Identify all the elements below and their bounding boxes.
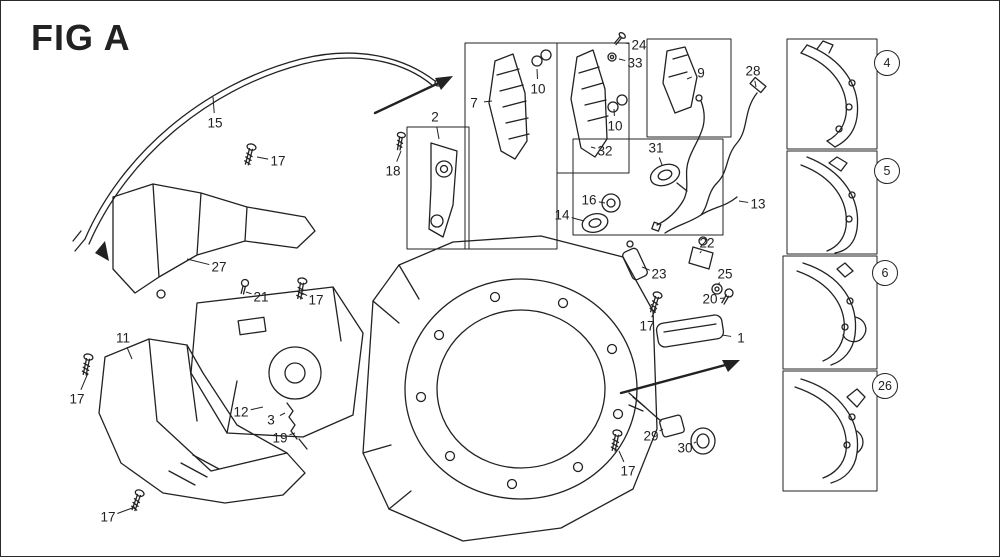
arrowhead-icon xyxy=(722,360,740,372)
bolt-20 xyxy=(721,288,734,305)
screw-17 xyxy=(296,277,308,300)
part-callout-11: 11 xyxy=(115,330,131,346)
air-guide-32 xyxy=(570,49,628,158)
back-plate-12 xyxy=(190,286,364,450)
part-callout-2: 2 xyxy=(431,109,439,125)
part-callout-12: 12 xyxy=(233,404,249,420)
nut-33 xyxy=(607,52,617,62)
fan-cover-body xyxy=(362,235,658,542)
arrowhead-icon xyxy=(435,76,453,90)
collar-25 xyxy=(711,283,723,295)
part-callout-28: 28 xyxy=(745,63,761,79)
part-callout-16: 16 xyxy=(581,192,597,208)
part-callout-17: 17 xyxy=(100,509,116,525)
screw-17 xyxy=(244,143,257,166)
screw-18 xyxy=(396,131,406,151)
detail-panel-art-5 xyxy=(800,156,859,254)
part-callout-3: 3 xyxy=(267,412,275,428)
part-callout-19: 19 xyxy=(272,430,288,446)
part-callout-29: 29 xyxy=(643,428,659,444)
part-callout-21: 21 xyxy=(253,289,269,305)
air-guide-7 xyxy=(488,49,552,160)
pointer-arrow-icon xyxy=(373,79,731,395)
part-callout-17: 17 xyxy=(270,153,286,169)
part-callout-7: 7 xyxy=(470,95,478,111)
detail-callout-4: 4 xyxy=(874,50,900,76)
part-callout-17: 17 xyxy=(69,391,85,407)
part-callout-17: 17 xyxy=(639,318,655,334)
part-callout-33: 33 xyxy=(627,55,643,71)
part-callout-13: 13 xyxy=(750,196,766,212)
screw-17 xyxy=(131,489,145,512)
bolt-21 xyxy=(240,278,250,295)
shroud-27 xyxy=(95,183,316,299)
part-callout-9: 9 xyxy=(697,65,705,81)
screw-17 xyxy=(649,291,663,314)
part-callout-24: 24 xyxy=(631,37,647,53)
part-callout-22: 22 xyxy=(699,235,715,251)
part-callout-17: 17 xyxy=(308,292,324,308)
part-callout-17: 17 xyxy=(620,463,636,479)
pin-19 xyxy=(298,438,308,450)
stop-switch-31 xyxy=(649,163,688,192)
part-callout-32: 32 xyxy=(597,143,613,159)
part-callout-14: 14 xyxy=(554,207,570,223)
fastener-24 xyxy=(613,32,626,46)
part-callout-10: 10 xyxy=(607,118,623,134)
part-callout-31: 31 xyxy=(648,140,664,156)
part-callout-27: 27 xyxy=(211,259,227,275)
screw-17 xyxy=(610,429,623,452)
part-callout-15: 15 xyxy=(207,115,223,131)
part-callout-25: 25 xyxy=(717,266,733,282)
terminal-22 xyxy=(688,236,714,270)
figure-title: FIG A xyxy=(31,17,131,58)
screw-17 xyxy=(81,353,94,376)
detail-panel-art-6 xyxy=(796,262,867,366)
detail-callout-26: 26 xyxy=(872,373,898,399)
coil-14 xyxy=(581,213,609,233)
wire-28 xyxy=(700,76,767,216)
detail-callout-6: 6 xyxy=(872,260,898,286)
ignition-coil-1 xyxy=(655,314,725,348)
wire-13 xyxy=(651,94,738,234)
part-callout-1: 1 xyxy=(737,330,745,346)
guide-9 xyxy=(662,46,698,114)
detail-panel-art-26 xyxy=(794,378,866,484)
detail-callout-5: 5 xyxy=(874,158,900,184)
part-callout-10: 10 xyxy=(530,81,546,97)
part-callout-30: 30 xyxy=(677,440,693,456)
condenser-23 xyxy=(622,240,648,281)
spring-3 xyxy=(286,402,298,440)
part-callout-18: 18 xyxy=(385,163,401,179)
bracket-2 xyxy=(428,142,458,238)
part-callout-23: 23 xyxy=(651,266,667,282)
side-cover-11 xyxy=(98,338,306,504)
part-callout-20: 20 xyxy=(702,291,718,307)
detail-panel-frames xyxy=(782,38,878,492)
detail-panel-art-4 xyxy=(800,40,859,148)
